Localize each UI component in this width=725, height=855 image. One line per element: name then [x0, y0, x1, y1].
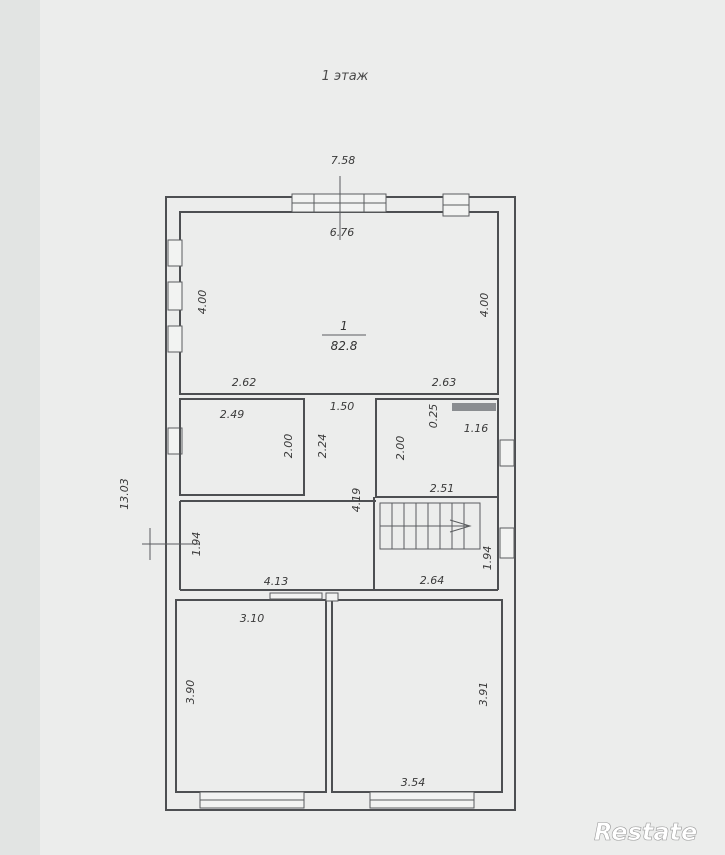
dim-room-right-200: 2.00	[394, 436, 407, 461]
inner-walls	[175, 398, 503, 793]
dim-room-right-251: 2.51	[430, 482, 455, 495]
dim-room-bl-310: 3.10	[240, 612, 265, 625]
top-windows	[291, 193, 470, 217]
dim-top-right-263: 2.63	[432, 376, 457, 389]
dim-inner-width: 6.76	[330, 226, 355, 239]
dim-total-1303: 13.03	[118, 478, 131, 510]
dim-hall-413: 4.13	[264, 575, 289, 588]
dim-corridor-150: 1.50	[330, 400, 355, 413]
floor-title: 1 этаж	[322, 69, 369, 84]
room-1-number: 1	[340, 319, 348, 333]
dim-room-left-249: 2.49	[220, 408, 245, 421]
dim-hall-left-194: 1.94	[190, 532, 203, 557]
bottom-windows	[199, 791, 475, 809]
dim-hall-419: 4.19	[350, 488, 363, 513]
dim-corridor-224: 2.24	[316, 434, 329, 459]
dim-room-br-354: 3.54	[401, 776, 426, 789]
dim-outer-width: 7.58	[331, 154, 356, 167]
dim-room-right-025: 0.25	[427, 404, 440, 429]
dim-left-400: 4.00	[196, 290, 209, 315]
dim-stair-264: 2.64	[420, 574, 445, 587]
dim-room-right-116: 1.16	[464, 422, 489, 435]
dim-stair-194: 1.94	[481, 546, 494, 571]
staircase	[379, 502, 481, 550]
left-windows	[167, 239, 515, 559]
dim-room-br-391: 3.91	[477, 682, 490, 707]
dim-room-bl-390: 3.90	[184, 680, 197, 705]
dim-right-400: 4.00	[478, 293, 491, 318]
room-1-area: 82.8	[331, 339, 358, 353]
watermark-logo: Restate	[594, 818, 697, 846]
paper-left-shadow	[0, 0, 40, 855]
dim-top-left-262: 2.62	[232, 376, 257, 389]
radiator-mark	[452, 403, 496, 411]
dim-room-left-200: 2.00	[282, 434, 295, 459]
